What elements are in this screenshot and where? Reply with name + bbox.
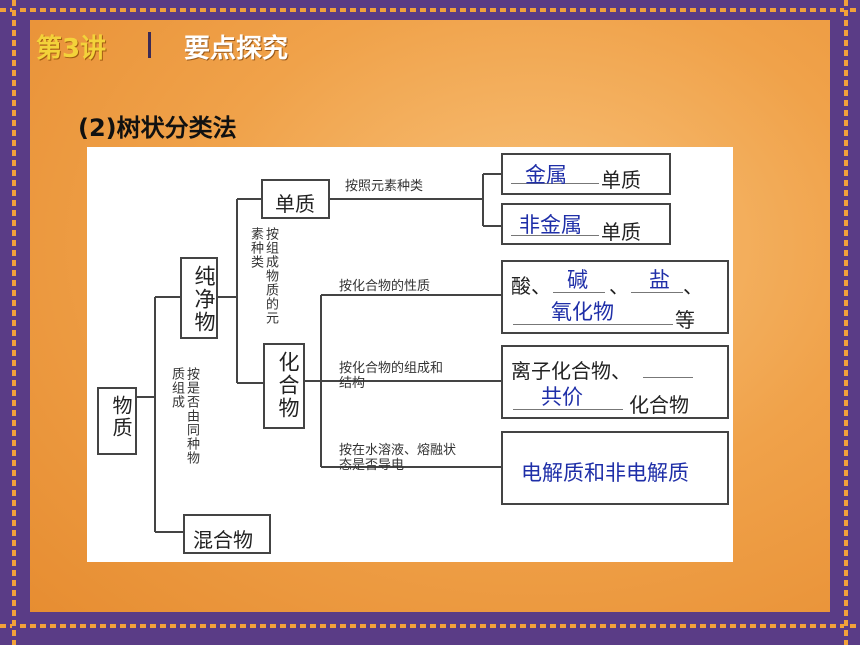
- compound-suffix: 化合物: [629, 393, 689, 417]
- criterion-property: 按化合物的性质: [339, 279, 431, 294]
- node-pure-label: 纯净物: [192, 265, 216, 334]
- etc-label: 等: [675, 308, 695, 332]
- answer-box-electrolyte: 电解质和非电解质: [501, 431, 729, 505]
- suffix-element-1: 单质: [601, 168, 641, 192]
- connector-lines: [137, 173, 501, 533]
- blank-line: [643, 377, 693, 378]
- node-mixture-label: 混合物: [193, 528, 253, 552]
- answer-box-metal: 金属 单质: [501, 153, 671, 195]
- answer-electrolyte: 电解质和非电解质: [521, 461, 689, 485]
- separator-1: 、: [609, 274, 629, 298]
- criterion-element: 按照元素种类: [345, 179, 424, 194]
- classification-tree-diagram: 物质 按是否由同种物质组成 纯净物 混合物 按组成物质的元素种类 单质 化合物 …: [87, 147, 733, 562]
- node-element: 单质: [261, 179, 330, 219]
- header-separator: [148, 32, 151, 58]
- criterion-structure: 按化合物的组成和结构: [339, 361, 444, 391]
- answer-oxide: 氧化物: [551, 300, 614, 324]
- answer-salt: 盐: [649, 268, 670, 292]
- answer-base: 碱: [567, 268, 588, 292]
- node-compound: 化合物: [263, 343, 305, 429]
- left-stripe: [12, 0, 16, 645]
- top-stripe: [0, 8, 860, 12]
- section-subtitle: (2)树状分类法: [78, 114, 237, 142]
- criterion-pure: 按组成物质的元素种类: [248, 227, 278, 325]
- ionic-label: 离子化合物、: [511, 359, 631, 383]
- topic-title: 要点探究: [184, 34, 289, 64]
- separator-2: 、: [683, 274, 703, 298]
- answer-box-nonmetal: 非金属 单质: [501, 203, 671, 245]
- node-mixture: 混合物: [183, 514, 271, 554]
- node-element-label: 单质: [275, 192, 315, 216]
- criterion-root: 按是否由同种物质组成: [169, 367, 199, 465]
- blank-line: [553, 292, 605, 293]
- criterion-conductivity: 按在水溶液、熔融状态是否导电: [339, 443, 457, 473]
- answer-metal: 金属: [525, 163, 567, 187]
- answer-nonmetal: 非金属: [519, 213, 582, 237]
- bottom-stripe: [0, 624, 860, 628]
- lesson-number: 第3讲: [36, 34, 107, 64]
- node-matter: 物质: [97, 387, 137, 455]
- bottom-border: [0, 612, 860, 645]
- suffix-element-2: 单质: [601, 220, 641, 244]
- blank-line: [511, 235, 599, 236]
- right-stripe: [844, 0, 848, 645]
- blank-line: [513, 409, 623, 410]
- answer-covalent: 共价: [541, 385, 583, 409]
- blank-line: [511, 183, 599, 184]
- acid-label: 酸、: [511, 274, 551, 298]
- node-compound-label: 化合物: [276, 351, 300, 420]
- blank-line: [631, 292, 683, 293]
- node-pure-substance: 纯净物: [180, 257, 218, 339]
- lesson-label: 第3讲: [36, 28, 106, 65]
- blank-line: [513, 324, 673, 325]
- answer-box-acid-base-salt: 酸、 碱 、 盐 、 氧化物 等: [501, 260, 729, 334]
- node-matter-label: 物质: [109, 395, 133, 439]
- answer-box-ionic-covalent: 离子化合物、 共价 化合物: [501, 345, 729, 419]
